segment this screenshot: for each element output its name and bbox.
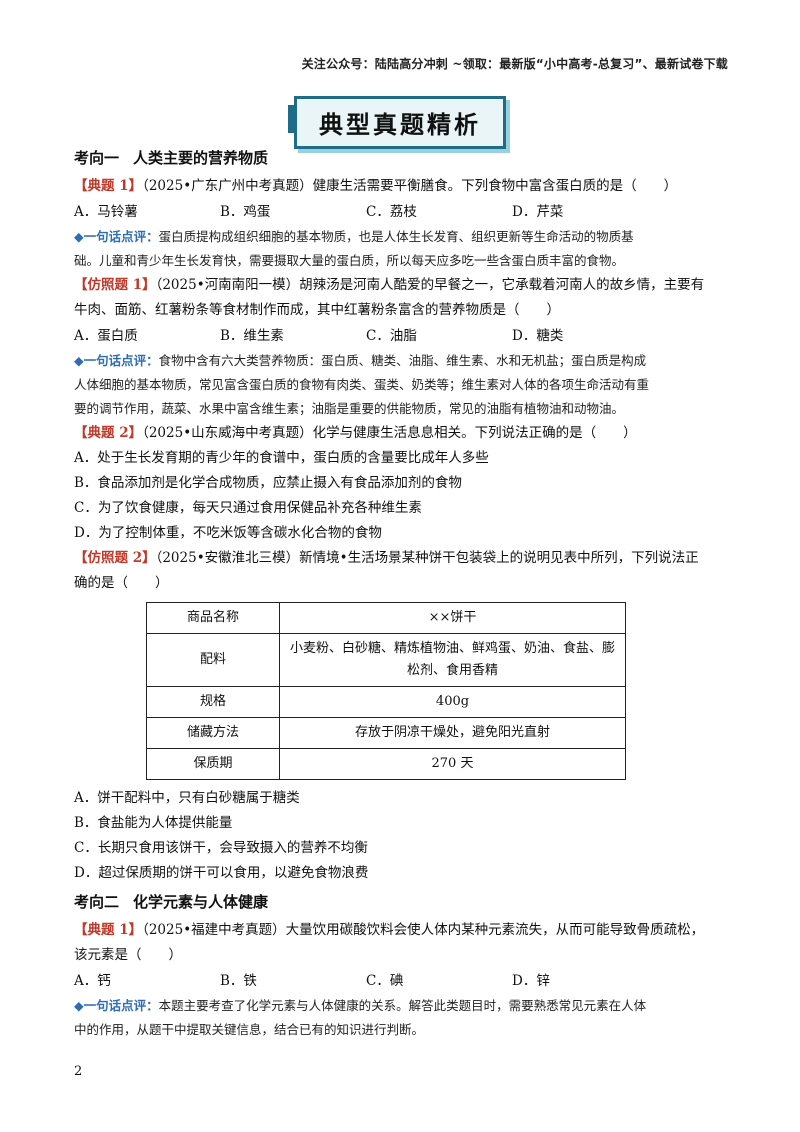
option-b[interactable]: B．铁 xyxy=(220,973,257,989)
option-row: A．钙 B．铁 C．碘 D．锌 xyxy=(74,968,726,994)
question-stem: 【仿照题 1】（2025•河南南阳一模）胡辣汤是河南人酷爱的早餐之一，它承载着河… xyxy=(74,273,726,298)
table-key: 保质期 xyxy=(146,748,280,780)
table-value: 存放于阴凉干燥处，避免阳光直射 xyxy=(279,717,626,749)
option-row: A．蛋白质 B．维生素 C．油脂 D．糖类 xyxy=(74,323,726,349)
table-key: 商品名称 xyxy=(146,602,280,634)
table-row: 保质期 270 天 xyxy=(146,748,626,780)
question-tag: 【典题 1】 xyxy=(74,922,143,938)
question-text-continued: 该元素是（ ） xyxy=(74,947,182,963)
banner-wrap: 典型真题精析 xyxy=(0,96,800,149)
comment: ◆一句话点评：本题主要考查了化学元素与人体健康的关系。解答此类题目时，需要熟悉常… xyxy=(74,994,726,1018)
comment-continued: 础。儿童和青少年生长发育快，需要摄取大量的蛋白质，所以每天应多吃一些含蛋白质丰富… xyxy=(74,253,625,268)
option-b[interactable]: B．食盐能为人体提供能量 xyxy=(74,815,233,831)
comment: ◆一句话点评：食物中含有六大类营养物质：蛋白质、糖类、油脂、维生素、水和无机盐；… xyxy=(74,349,726,373)
option-a[interactable]: A．钙 xyxy=(74,973,111,989)
option-d[interactable]: D．超过保质期的饼干可以食用，以避免食物浪费 xyxy=(74,865,369,881)
table-key: 储藏方法 xyxy=(146,717,280,749)
question-stem: 【典题 1】（2025•广东广州中考真题）健康生活需要平衡膳食。下列食物中富含蛋… xyxy=(74,174,726,199)
option-c[interactable]: C．长期只食用该饼干，会导致摄入的营养不均衡 xyxy=(74,840,368,856)
question-text-continued: 确的是（ ） xyxy=(74,575,169,591)
comment-continued: 中的作用，从题干中提取关键信息，结合已有的知识进行判断。 xyxy=(74,1022,425,1037)
option-b[interactable]: B．维生素 xyxy=(220,328,284,344)
section-title-2: 考向二化学元素与人体健康 xyxy=(74,890,726,914)
table-value: 270 天 xyxy=(279,748,626,780)
section-banner: 典型真题精析 xyxy=(288,96,506,149)
question-text: （2025•河南南阳一模）胡辣汤是河南人酷爱的早餐之一，它承载着河南人的故乡情，… xyxy=(155,277,705,293)
table-key: 配料 xyxy=(146,633,280,687)
question-tag: 【典题 1】 xyxy=(74,178,143,194)
table-value: ××饼干 xyxy=(279,602,626,634)
question-text: （2025•安徽淮北三模）新情境•生活场景某种饼干包装袋上的说明见表中所列，下列… xyxy=(155,550,699,566)
comment-text: 食物中含有六大类营养物质：蛋白质、糖类、油脂、维生素、水和无机盐；蛋白质是构成 xyxy=(158,353,647,368)
option-b[interactable]: B．鸡蛋 xyxy=(220,204,271,220)
table-row: 商品名称 ××饼干 xyxy=(146,602,626,634)
question-tag: 【仿照题 2】 xyxy=(74,550,156,566)
table-row: 规格 400g xyxy=(146,686,626,718)
comment-label: ◆一句话点评： xyxy=(74,998,159,1013)
option-c[interactable]: C．荔枝 xyxy=(366,204,417,220)
option-row: A．马铃薯 B．鸡蛋 C．荔枝 D．芹菜 xyxy=(74,199,726,225)
option-d[interactable]: D．为了控制体重，不吃米饭等含碳水化合物的食物 xyxy=(74,525,382,541)
table-value: 400g xyxy=(279,686,626,718)
comment-label: ◆一句话点评： xyxy=(74,229,159,244)
option-a[interactable]: A．饼干配料中，只有白砂糖属于糖类 xyxy=(74,790,300,806)
comment: ◆一句话点评：蛋白质提构成组织细胞的基本物质，也是人体生长发育、组织更新等生命活… xyxy=(74,225,726,249)
option-a[interactable]: A．处于生长发育期的青少年的食谱中，蛋白质的含量要比成年人多些 xyxy=(74,450,489,466)
section-label: 考向一 xyxy=(74,149,120,167)
table-key: 规格 xyxy=(146,686,280,718)
comment-text: 蛋白质提构成组织细胞的基本物质，也是人体生长发育、组织更新等生命活动的物质基 xyxy=(158,229,634,244)
option-a[interactable]: A．蛋白质 xyxy=(74,328,138,344)
question-text: （2025•山东威海中考真题）化学与健康生活息息相关。下列说法正确的是（ ） xyxy=(142,425,637,441)
section-heading: 人类主要的营养物质 xyxy=(133,149,269,167)
comment-label: ◆一句话点评： xyxy=(74,353,159,368)
section-title-1: 考向一人类主要的营养物质 xyxy=(74,146,726,170)
page-content: 考向一人类主要的营养物质 【典题 1】（2025•广东广州中考真题）健康生活需要… xyxy=(74,146,726,1042)
option-d[interactable]: D．糖类 xyxy=(512,328,564,344)
section-heading: 化学元素与人体健康 xyxy=(133,893,269,911)
table-row: 配料 小麦粉、白砂糖、精炼植物油、鲜鸡蛋、奶油、食盐、膨松剂、食用香精 xyxy=(146,633,626,687)
section-label: 考向二 xyxy=(74,893,120,911)
page-number: 2 xyxy=(74,1064,83,1079)
comment-text: 本题主要考查了化学元素与人体健康的关系。解答此类题目时，需要熟悉常见元素在人体 xyxy=(158,998,647,1013)
option-d[interactable]: D．芹菜 xyxy=(512,204,564,220)
comment-continued: 要的调节作用，蔬菜、水果中富含维生素；油脂是重要的供能物质，常见的油脂有植物油和… xyxy=(74,401,625,416)
option-c[interactable]: C．碘 xyxy=(366,973,404,989)
question-text: （2025•福建中考真题）大量饮用碳酸饮料会使人体内某种元素流失，从而可能导致骨… xyxy=(142,922,705,938)
product-spec-table: 商品名称 ××饼干 配料 小麦粉、白砂糖、精炼植物油、鲜鸡蛋、奶油、食盐、膨松剂… xyxy=(146,602,626,780)
question-stem: 【典题 2】（2025•山东威海中考真题）化学与健康生活息息相关。下列说法正确的… xyxy=(74,421,726,446)
question-tag: 【仿照题 1】 xyxy=(74,277,156,293)
option-d[interactable]: D．锌 xyxy=(512,973,550,989)
option-b[interactable]: B．食品添加剂是化学合成物质，应禁止摄入有食品添加剂的食物 xyxy=(74,475,462,491)
option-a[interactable]: A．马铃薯 xyxy=(74,204,138,220)
question-text: （2025•广东广州中考真题）健康生活需要平衡膳食。下列食物中富含蛋白质的是（ … xyxy=(142,178,678,194)
option-c[interactable]: C．为了饮食健康，每天只通过食用保健品补充各种维生素 xyxy=(74,500,422,516)
question-stem: 【仿照题 2】（2025•安徽淮北三模）新情境•生活场景某种饼干包装袋上的说明见… xyxy=(74,546,726,571)
option-c[interactable]: C．油脂 xyxy=(366,328,417,344)
question-tag: 【典题 2】 xyxy=(74,425,143,441)
table-row: 储藏方法 存放于阴凉干燥处，避免阳光直射 xyxy=(146,717,626,749)
question-stem: 【典题 1】（2025•福建中考真题）大量饮用碳酸饮料会使人体内某种元素流失，从… xyxy=(74,918,726,943)
header-note: 关注公众号：陆陆高分冲刺 ~领取：最新版“小中高考-总复习”、最新试卷下载 xyxy=(301,57,728,71)
comment-continued: 人体细胞的基本物质，常见富含蛋白质的食物有肉类、蛋类、奶类等；维生素对人体的各项… xyxy=(74,377,650,392)
table-value: 小麦粉、白砂糖、精炼植物油、鲜鸡蛋、奶油、食盐、膨松剂、食用香精 xyxy=(279,633,626,687)
question-text-continued: 牛肉、面筋、红薯粉条等食材制作而成，其中红薯粉条富含的营养物质是（ ） xyxy=(74,302,560,318)
